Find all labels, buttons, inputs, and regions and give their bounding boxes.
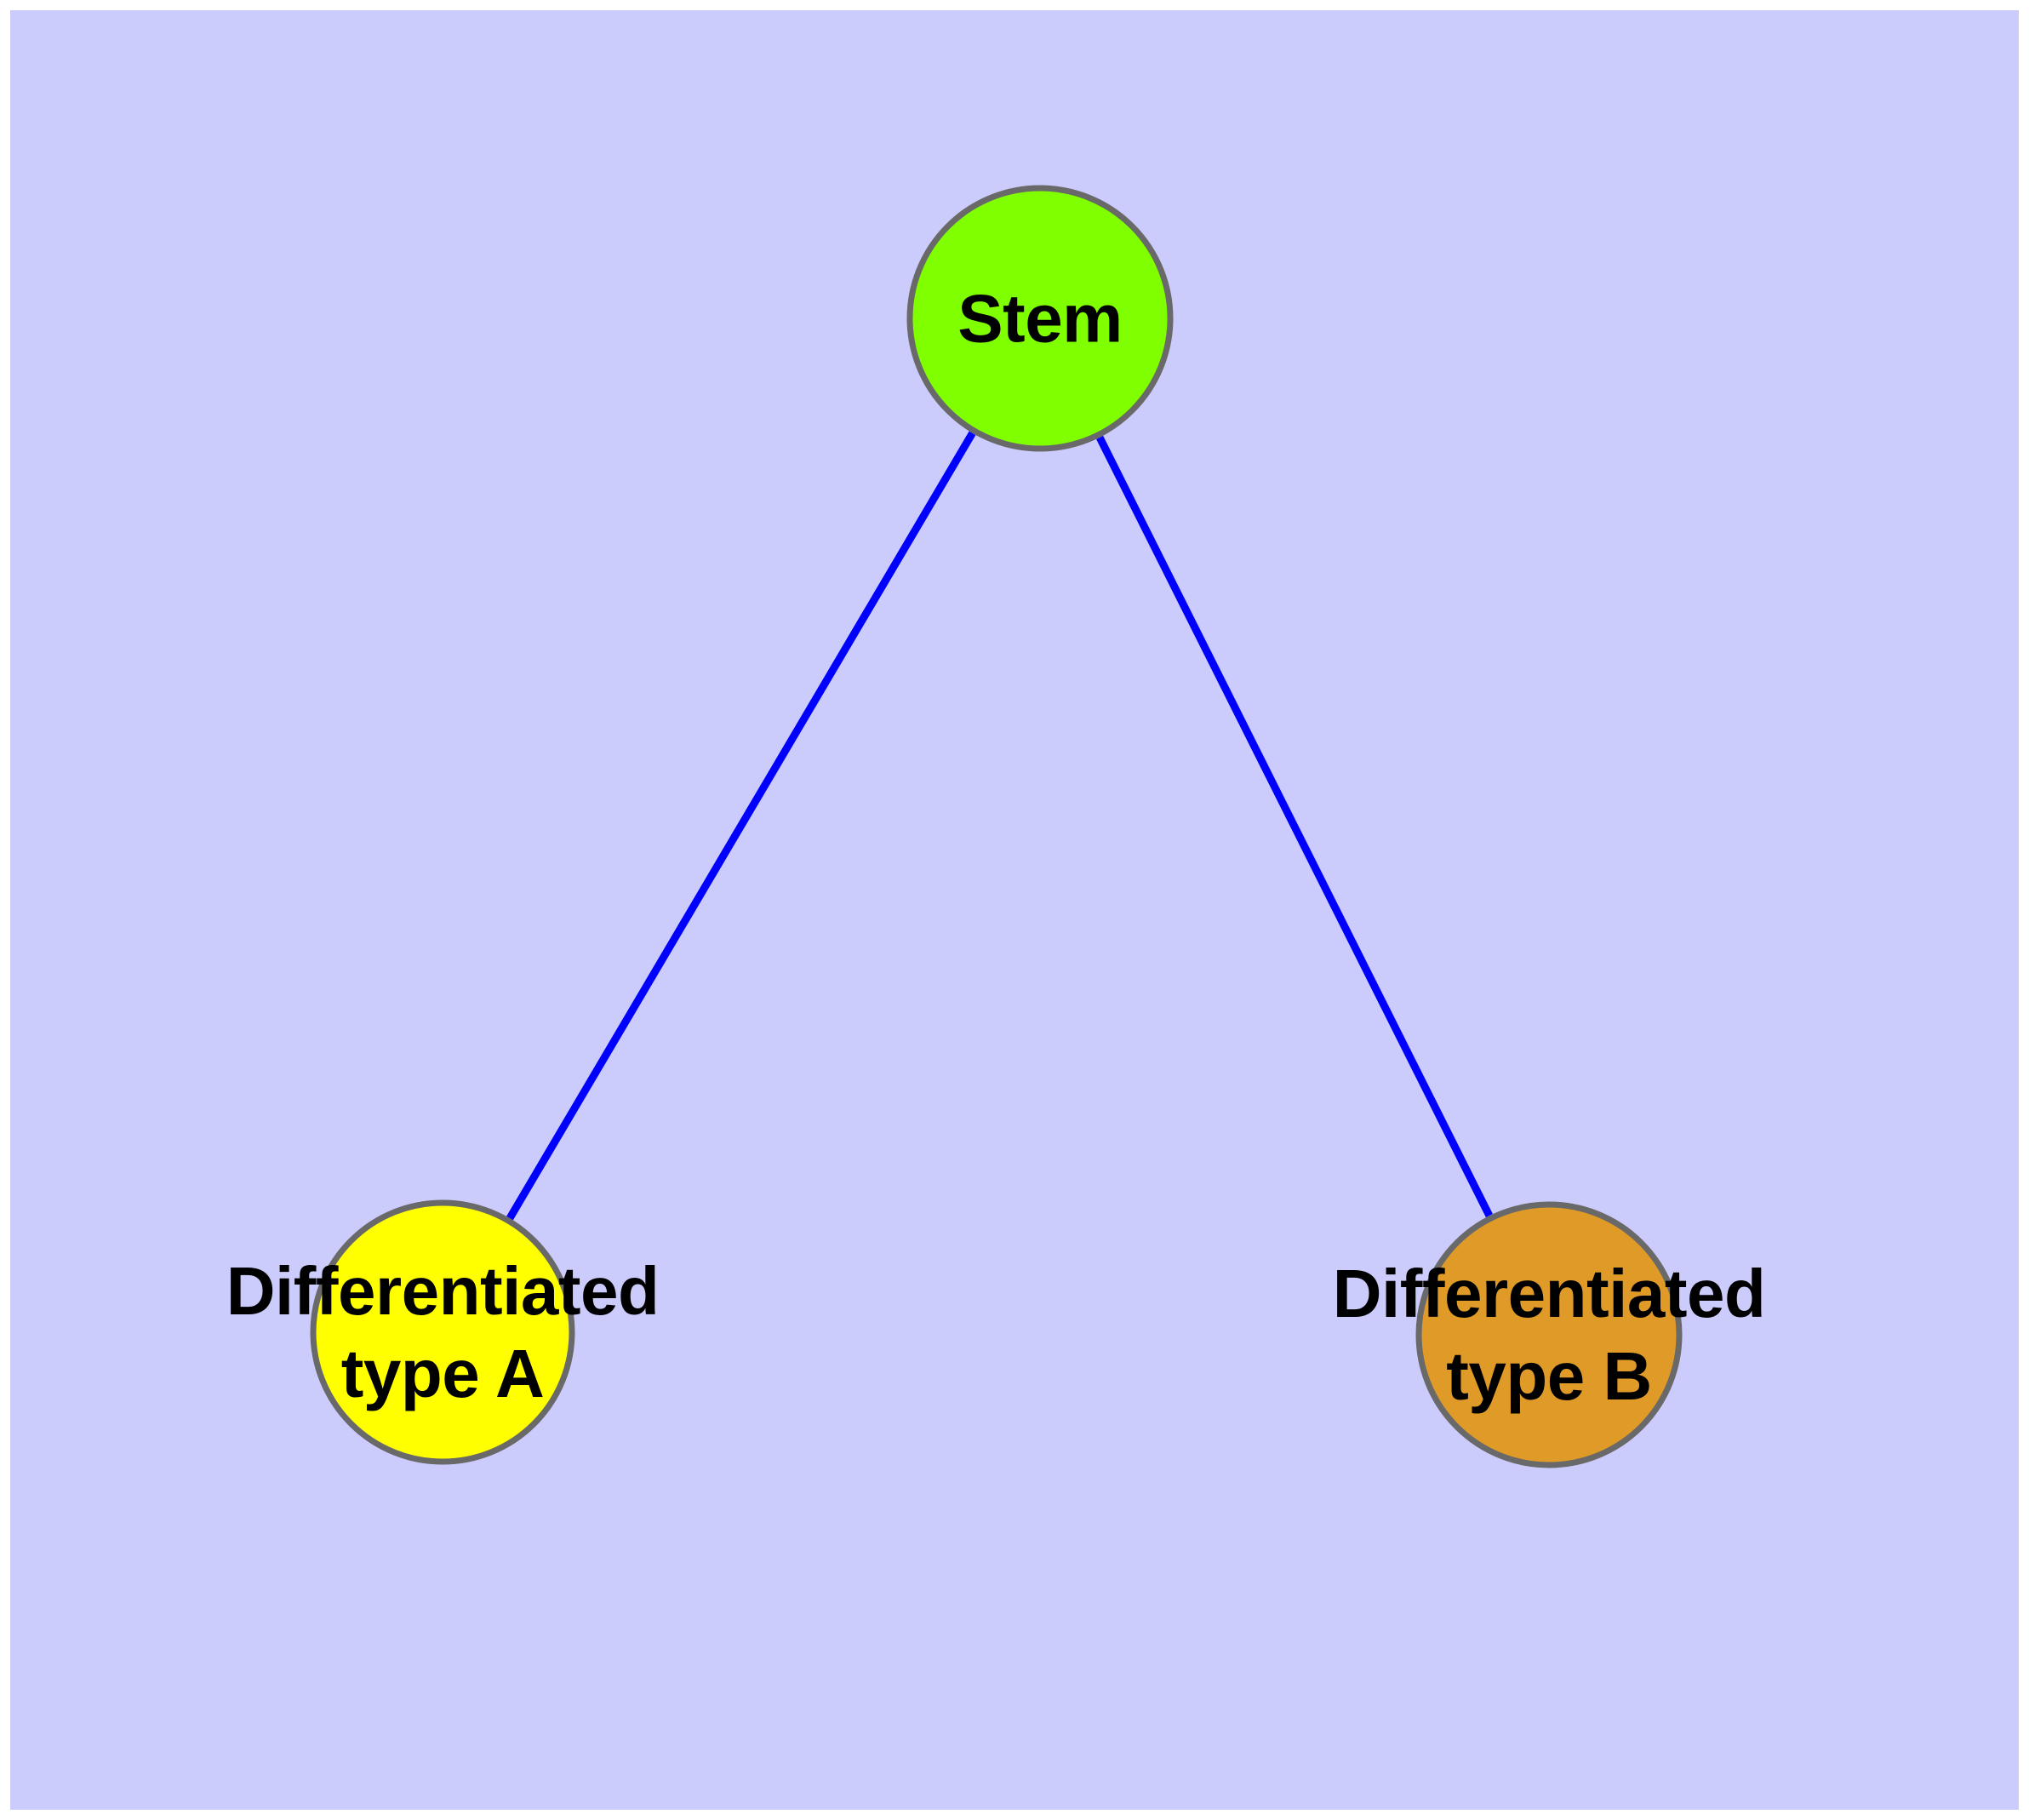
node-diff_b[interactable] <box>1415 1201 1683 1468</box>
node-stem[interactable] <box>906 185 1174 452</box>
nodes-layer <box>310 185 1683 1468</box>
edges-layer <box>506 431 1493 1221</box>
node-diff_a[interactable] <box>310 1199 575 1465</box>
edge-stem-diff-b[interactable] <box>1096 435 1493 1218</box>
edge-stem-diff-a[interactable] <box>506 431 976 1221</box>
